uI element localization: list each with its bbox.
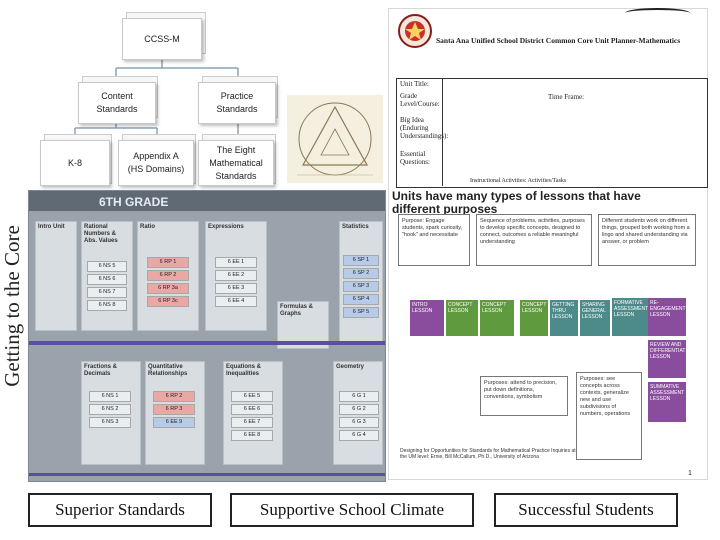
unit-title-6-7: Quantitative Relationships: [148, 364, 188, 377]
lesson-box-concept: CONCEPT LESSON: [480, 300, 514, 336]
label-successful-students: Successful Students: [494, 493, 678, 527]
std-chip: 6 G 1: [339, 391, 379, 402]
district-title: Santa Ana Unified School District Common…: [436, 36, 681, 45]
std-chip: 6 EE 5: [231, 391, 273, 402]
org-node-k8-label: K-8: [67, 157, 82, 168]
unit-title-6-4: Formulas & Graphs: [280, 304, 314, 317]
org-node-content-standards: Content Standards: [78, 82, 156, 124]
std-chip: 6 EE 9: [153, 417, 195, 428]
std-chip: 6 NS 6: [87, 274, 127, 285]
org-node-practice-standards: Practice Standards: [198, 82, 276, 124]
unit-title-6-8: Equations & Inequalities: [226, 364, 262, 377]
std-chip: 6 SP 2: [343, 268, 379, 279]
appendix-a-line2: (HS Domains): [127, 164, 185, 174]
org-node-appendix-a: Appendix A (HS Domains): [118, 140, 194, 186]
std-chip: 6 G 3: [339, 417, 379, 428]
credit-line: Designing for Opportunities for Standard…: [400, 448, 576, 460]
std-chip: 6 EE 7: [231, 417, 273, 428]
std-chip: 6 NS 3: [89, 417, 131, 428]
lesson-box-intro: INTRO LESSON: [410, 300, 444, 336]
connector-track: [29, 473, 385, 476]
label-superior-standards: Superior Standards: [28, 493, 212, 527]
page-corner-arc: [625, 8, 690, 18]
lesson-types-heading: Units have many types of lessons that ha…: [392, 189, 641, 216]
instructional-activities-label: Instructional Activities: Activities/Tas…: [470, 178, 567, 184]
std-chip: 6 EE 6: [231, 404, 273, 415]
unit-title-6-6: Fractions & Decimals: [84, 364, 118, 377]
lesson-box-reengagement: RE-ENGAGEMENT LESSON: [648, 298, 686, 336]
std-chip: 6 SP 1: [343, 255, 379, 266]
org-node-ccss-m-label: CCSS-M: [144, 33, 180, 44]
lesson-box-sharing: SHARING GENERAL LESSON: [580, 300, 610, 336]
std-chip: 6 NS 5: [87, 261, 127, 272]
unit-title-6-3: Expressions: [208, 224, 244, 230]
unit-title-6-5: Statistics: [342, 224, 369, 230]
org-node-ccss-m: CCSS-M: [122, 18, 202, 60]
std-chip: 6 RP 2: [153, 391, 195, 402]
unit-title-6-2: Ratio: [140, 224, 155, 230]
planner-form-table: [396, 78, 708, 188]
std-chip: 6 EE 1: [215, 257, 257, 268]
unit-title-6-0: Intro Unit: [38, 224, 65, 230]
org-node-content-standards-label: Content Standards: [96, 91, 138, 114]
std-chip: 6 NS 7: [87, 287, 127, 298]
std-chip: 6 EE 4: [215, 296, 257, 307]
std-chip: 6 RP 3a: [147, 283, 189, 294]
std-chip: 6 G 4: [339, 430, 379, 441]
practices-triangle-diagram: [287, 95, 383, 183]
std-chip: 6 SP 5: [343, 307, 379, 318]
connector-track: [29, 341, 385, 345]
std-chip: 6 RP 3: [153, 404, 195, 415]
std-chip: 6 NS 2: [89, 404, 131, 415]
form-field-big-idea: Big Idea (Enduring Understandings):: [400, 116, 449, 140]
form-field-grade: Grade Level/Course:: [400, 92, 440, 108]
form-divider: [442, 78, 443, 186]
unit-title-6-1: Rational Numbers & Abs. Values: [84, 224, 118, 244]
std-chip: 6 EE 8: [231, 430, 273, 441]
sixth-grade-unit-map: 6TH GRADE Intro Unit Rational Numbers & …: [28, 190, 386, 482]
org-node-practice-standards-label: Practice Standards: [216, 91, 258, 114]
district-seal-icon: [398, 14, 432, 48]
lesson-box-formative: FORMATIVE ASSESSMENT LESSON: [612, 298, 648, 336]
std-chip: 6 EE 3: [215, 283, 257, 294]
org-node-eight-practices: The Eight Mathematical Standards: [198, 140, 274, 186]
std-chip: 6 EE 2: [215, 270, 257, 281]
lesson-box-concept: CONCEPT LESSON: [446, 300, 478, 336]
label-supportive-climate: Supportive School Climate: [230, 493, 474, 527]
eight-practices-line1: The Eight: [216, 144, 256, 155]
callout-differentiation: Different students work on different thi…: [598, 214, 696, 266]
lesson-box-review: REVIEW AND DIFFERENTIATION LESSON: [648, 340, 694, 378]
std-chip: 6 RP 1: [147, 257, 189, 268]
lesson-box-summative: SUMMATIVE ASSESSMENT LESSON: [648, 382, 686, 422]
std-chip: 6 NS 1: [89, 391, 131, 402]
callout-purposes-concepts: Purposes: see concepts across contexts, …: [576, 372, 642, 460]
eight-practices-line3: Standards: [215, 170, 257, 181]
std-chip: 6 G 2: [339, 404, 379, 415]
unit-title-6-9: Geometry: [336, 364, 365, 370]
form-field-essential-questions: Essential Questions:: [400, 150, 430, 166]
std-chip: 6 SP 3: [343, 281, 379, 292]
lesson-box-getting-thru: GETTING THRU LESSON: [550, 300, 578, 336]
lesson-box-concept: CONCEPT LESSON: [520, 300, 548, 336]
unit-column-6-0: [35, 221, 77, 331]
callout-concept-sequence: Sequence of problems, activities, purpos…: [476, 214, 592, 266]
callout-engage: Purpose: Engage students, spark curiosit…: [398, 214, 470, 266]
page-number: 1: [688, 470, 692, 477]
appendix-a-line1: Appendix A: [133, 151, 179, 161]
std-chip: 6 RP 3c: [147, 296, 189, 307]
eight-practices-line2: Mathematical: [209, 157, 263, 168]
std-chip: 6 NS 8: [87, 300, 127, 311]
org-node-k8: K-8: [40, 140, 110, 186]
std-chip: 6 RP 2: [147, 270, 189, 281]
form-field-time-frame: Time Frame:: [548, 93, 585, 101]
grade-label: 6TH GRADE: [99, 195, 169, 209]
callout-purposes-precision: Purposes: attend to precision, put down …: [480, 376, 568, 416]
form-field-unit-title: Unit Title:: [400, 80, 429, 88]
std-chip: 6 SP 4: [343, 294, 379, 305]
